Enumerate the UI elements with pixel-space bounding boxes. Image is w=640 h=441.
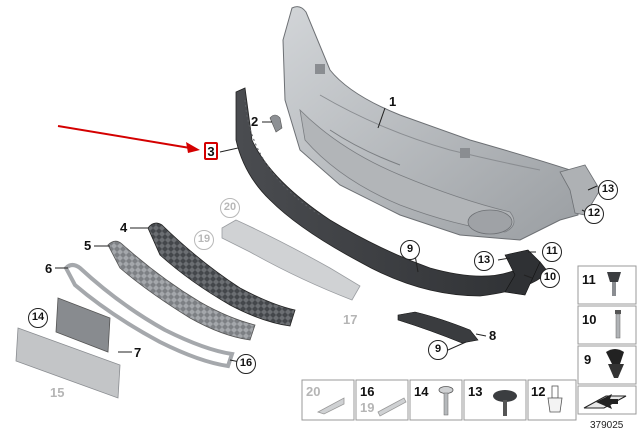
legend-12: 12 [531,384,546,399]
callout-2: 2 [251,114,259,129]
legend-14: 14 [414,384,429,399]
callout-17: 17 [343,312,358,327]
cover-plate-17 [221,219,361,301]
callout-16: 16 [236,354,256,374]
legend-right [577,265,637,415]
legend-20: 20 [306,384,321,399]
legend-9: 9 [584,352,592,367]
callout-14: 14 [28,308,48,328]
legend-11: 11 [582,272,596,287]
legend-19: 19 [360,400,375,415]
callout-13-right: 13 [598,180,618,200]
callout-7: 7 [134,345,142,360]
bracket-part-10 [504,249,541,296]
legend-13: 13 [468,384,483,399]
callout-5: 5 [84,238,92,253]
callout-1: 1 [389,94,397,109]
callout-10: 10 [540,268,560,288]
callout-8: 8 [489,328,497,343]
grille-part-4 [147,222,296,327]
license-plate-15 [15,327,121,399]
plate-holder-14 [55,297,111,353]
grille-part-5 [107,240,256,341]
bracket-part-8 [397,311,479,344]
callout-15: 15 [50,385,65,400]
callout-12: 12 [584,204,604,224]
legend-bottom [301,379,577,421]
callout-13-center: 13 [474,251,494,271]
callout-3-highlighted: 3 [204,142,218,160]
callout-9-upper: 9 [400,240,420,260]
legend-10: 10 [582,312,597,327]
callout-20: 20 [220,198,240,218]
callout-11: 11 [542,242,562,262]
highlight-arrow [57,125,200,153]
trim-part-6 [63,263,235,369]
callout-19: 19 [194,230,214,250]
bumper-cover [282,6,601,241]
callout-6: 6 [45,261,53,276]
callout-9-lower: 9 [428,340,448,360]
callout-4: 4 [120,220,128,235]
legend-16: 16 [360,384,375,399]
clip-part-2 [262,114,283,133]
diagram-id: 379025 [590,420,624,431]
